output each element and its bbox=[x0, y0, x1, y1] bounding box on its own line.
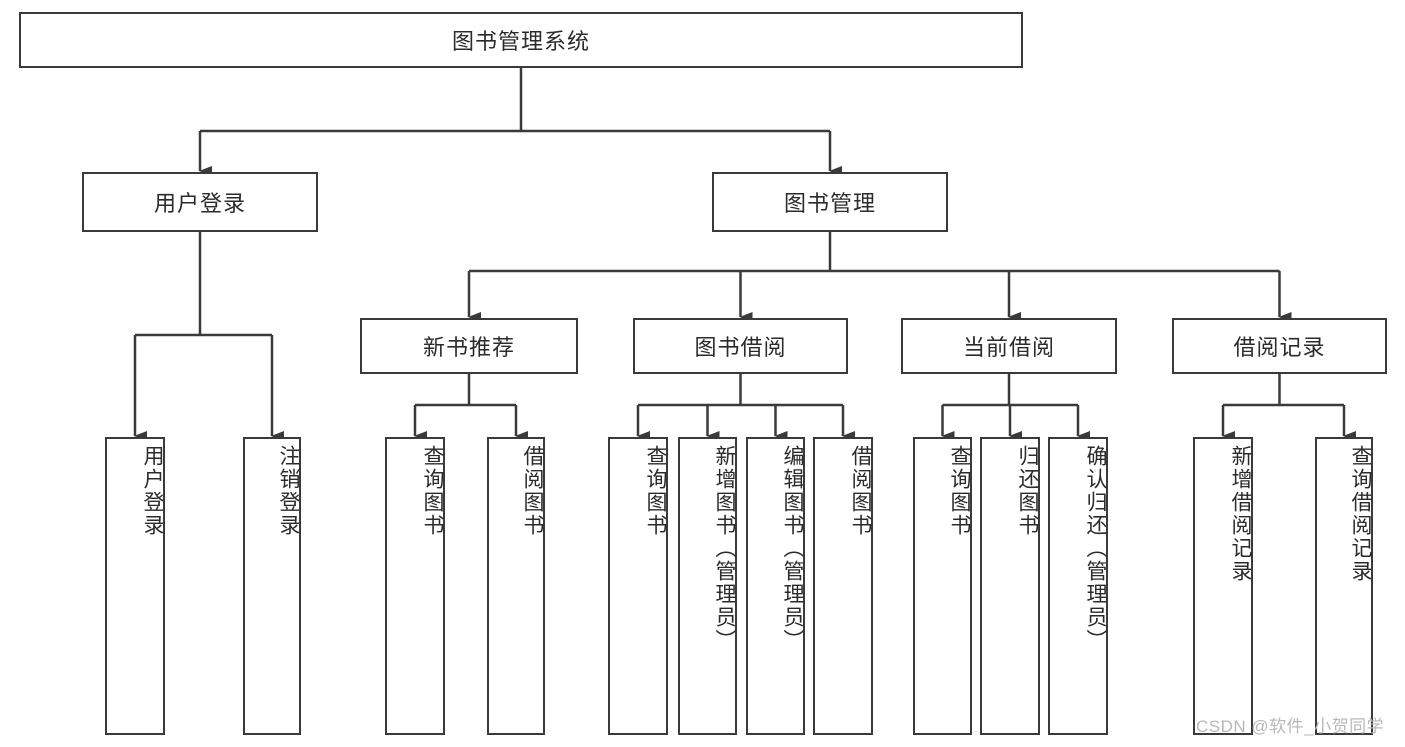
node-leaf-user-login[interactable]: 用户登录 bbox=[105, 437, 165, 735]
node-leaf-add-record[interactable]: 新增借阅记录 bbox=[1193, 437, 1253, 735]
node-book-manage[interactable]: 图书管理 bbox=[712, 172, 948, 232]
node-new-book-recommend[interactable]: 新书推荐 bbox=[360, 318, 578, 374]
node-leaf-query-record[interactable]: 查询借阅记录 bbox=[1315, 437, 1373, 735]
node-leaf-user-logout[interactable]: 注销登录 bbox=[243, 437, 301, 735]
node-book-borrow[interactable]: 图书借阅 bbox=[633, 318, 848, 374]
node-user-login[interactable]: 用户登录 bbox=[82, 172, 318, 232]
node-leaf-query-book-1[interactable]: 查询图书 bbox=[385, 437, 445, 735]
node-leaf-edit-book[interactable]: 编辑图书（管理员） bbox=[746, 437, 805, 735]
node-leaf-confirm-return[interactable]: 确认归还（管理员） bbox=[1048, 437, 1108, 735]
node-leaf-query-book-3[interactable]: 查询图书 bbox=[913, 437, 972, 735]
node-borrow-record[interactable]: 借阅记录 bbox=[1172, 318, 1387, 374]
node-current-borrow[interactable]: 当前借阅 bbox=[901, 318, 1117, 374]
node-leaf-return-book[interactable]: 归还图书 bbox=[980, 437, 1040, 735]
csdn-watermark: CSDN @软件_小贺同学 bbox=[1196, 717, 1385, 736]
node-leaf-query-book-2[interactable]: 查询图书 bbox=[608, 437, 668, 735]
node-root[interactable]: 图书管理系统 bbox=[19, 12, 1023, 68]
node-leaf-add-book[interactable]: 新增图书（管理员） bbox=[678, 437, 737, 735]
node-leaf-borrow-book-2[interactable]: 借阅图书 bbox=[813, 437, 873, 735]
node-leaf-borrow-book-1[interactable]: 借阅图书 bbox=[487, 437, 545, 735]
